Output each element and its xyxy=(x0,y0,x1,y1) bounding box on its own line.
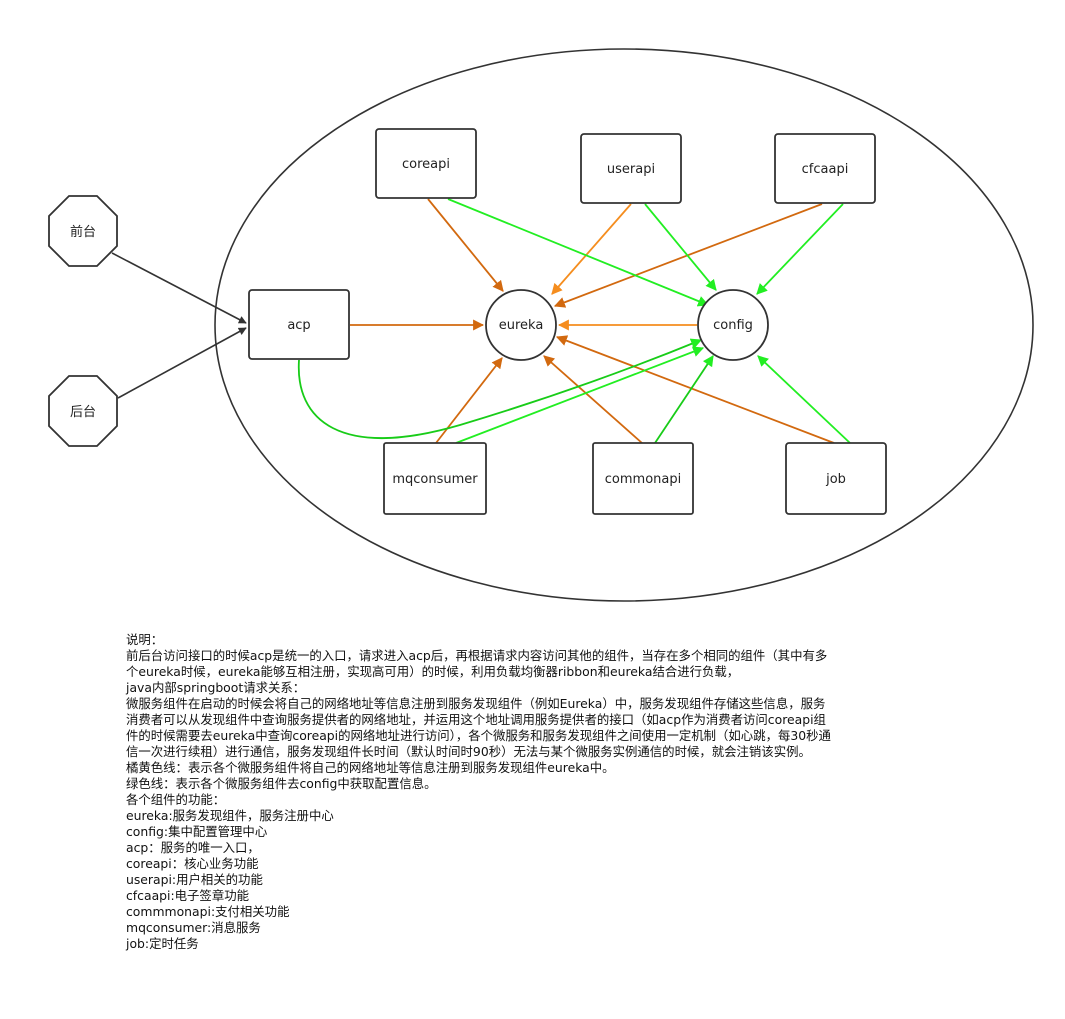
edge-acp-config xyxy=(297,338,703,439)
system-boundary-ellipse xyxy=(214,48,1034,602)
node-coreapi-label: coreapi xyxy=(402,157,450,172)
notes-line: acp：服务的唯一入口， xyxy=(126,840,260,855)
node-cfcaapi: cfcaapi xyxy=(774,133,876,204)
node-front-label: 前台 xyxy=(70,224,96,240)
notes-line: 绿色线：表示各个微服务组件去config中获取配置信息。 xyxy=(126,776,437,791)
notes-line: java内部springboot请求关系： xyxy=(126,680,306,695)
notes-line: 前后台访问接口的时候acp是统一的入口，请求进入acp后，再根据请求内容访问其他… xyxy=(126,648,828,679)
notes-line: eureka:服务发现组件，服务注册中心 xyxy=(126,808,334,823)
notes-text: 说明： 前后台访问接口的时候acp是统一的入口，请求进入acp后，再根据请求内容… xyxy=(126,632,836,952)
edge-commonapi-config xyxy=(654,355,714,444)
node-mqconsumer-label: mqconsumer xyxy=(392,472,478,487)
edge-cfcaapi-eureka xyxy=(553,203,823,308)
edge-userapi-eureka xyxy=(551,203,632,295)
edge-coreapi-config xyxy=(447,198,710,307)
edge-front-acp xyxy=(111,252,247,324)
node-commonapi-label: commonapi xyxy=(605,472,681,487)
notes-line: 说明： xyxy=(126,632,164,647)
edge-back-acp xyxy=(117,327,247,399)
edge-job-config xyxy=(757,355,851,444)
node-mqconsumer: mqconsumer xyxy=(383,442,487,515)
node-cfcaapi-label: cfcaapi xyxy=(802,162,849,177)
notes-line: 橘黄色线：表示各个微服务组件将自己的网络地址等信息注册到服务发现组件eureka… xyxy=(126,760,615,775)
edge-mqconsumer-eureka xyxy=(435,357,503,444)
node-job: job xyxy=(785,442,887,515)
notes-line: commmonapi:支付相关功能 xyxy=(126,904,290,919)
node-userapi-label: userapi xyxy=(607,162,655,177)
node-back: 后台 xyxy=(48,375,118,447)
notes-line: config:集中配置管理中心 xyxy=(126,824,268,839)
edge-commonapi-eureka xyxy=(543,355,643,444)
node-eureka-label: eureka xyxy=(499,318,544,333)
node-acp: acp xyxy=(248,289,350,360)
edge-mqconsumer-config xyxy=(455,346,705,444)
notes-line: mqconsumer:消息服务 xyxy=(126,920,261,935)
edge-userapi-config xyxy=(644,203,717,291)
edge-job-eureka xyxy=(555,335,835,444)
notes-line: job:定时任务 xyxy=(126,936,199,951)
node-acp-label: acp xyxy=(287,318,310,333)
node-back-label: 后台 xyxy=(70,405,96,420)
edge-cfcaapi-config xyxy=(756,203,844,295)
notes-line: cfcaapi:电子签章功能 xyxy=(126,888,249,903)
notes-line: 微服务组件在启动的时候会将自己的网络地址等信息注册到服务发现组件（例如Eurek… xyxy=(126,696,831,759)
node-coreapi: coreapi xyxy=(375,128,477,199)
notes-line: 各个组件的功能： xyxy=(126,792,226,807)
node-commonapi: commonapi xyxy=(592,442,694,515)
edge-coreapi-eureka xyxy=(427,198,504,292)
node-job-label: job xyxy=(825,472,846,487)
node-eureka: eureka xyxy=(485,289,557,361)
node-config: config xyxy=(697,289,769,361)
node-userapi: userapi xyxy=(580,133,682,204)
node-config-label: config xyxy=(713,318,753,333)
architecture-diagram: 前台 后台 acp coreapi userapi cfcaapi mqcons… xyxy=(48,48,1034,602)
notes-line: userapi:用户相关的功能 xyxy=(126,872,263,887)
notes-line: coreapi：核心业务功能 xyxy=(126,856,259,871)
node-front: 前台 xyxy=(48,195,118,267)
